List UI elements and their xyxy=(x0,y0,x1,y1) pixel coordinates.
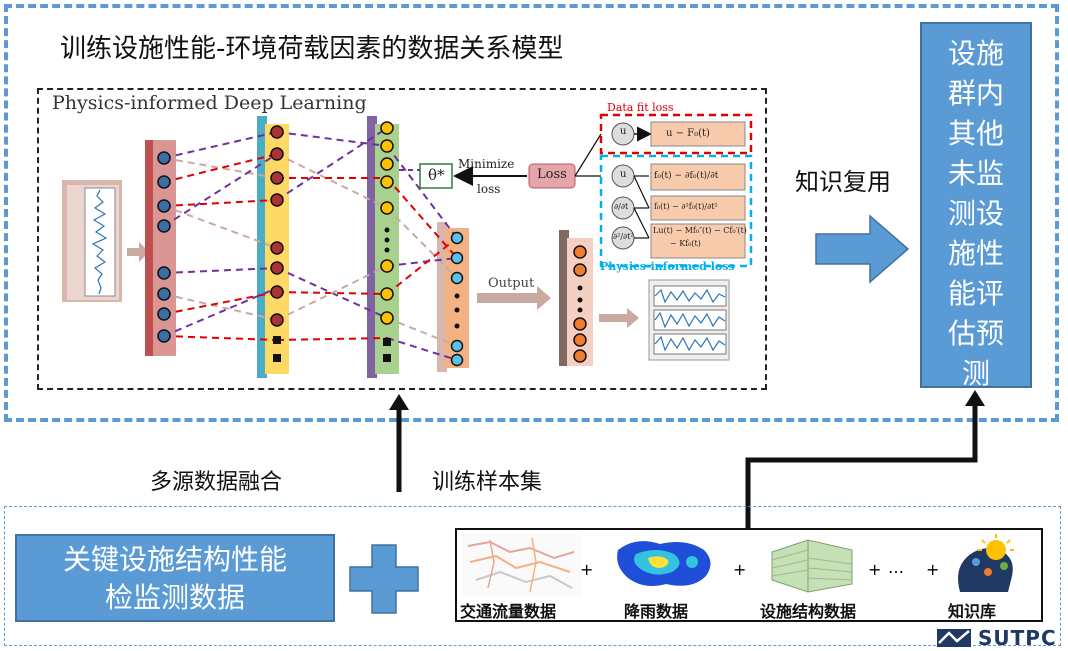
source-label-traffic: 交通流量数据 xyxy=(460,602,557,621)
output-label: Output xyxy=(488,276,535,291)
loss-word-label: loss xyxy=(477,182,501,196)
node-u-physics: u xyxy=(620,169,627,180)
eq-physics-3a: Lu(t) − Mf₀″(t) − Cf₀′(t) xyxy=(653,226,747,235)
data-fusion-label: 多源数据融合 xyxy=(150,470,283,495)
page-title: 训练设施性能-环境荷载因素的数据关系模型 xyxy=(60,34,564,64)
pidl-frame xyxy=(37,88,767,390)
plus-sign-3: + xyxy=(868,560,882,579)
eq-physics-1: f₀(t) − ∂f₀(t)/∂t xyxy=(654,171,719,181)
bottom-frame xyxy=(4,506,1061,646)
rainfall-map-thumbnail xyxy=(612,534,720,596)
theta-label: θ* xyxy=(428,166,445,184)
input-signal-block xyxy=(62,180,122,302)
minimize-label: Minimize xyxy=(458,157,515,171)
reuse-arrow-icon xyxy=(815,214,910,284)
traffic-map-thumbnail xyxy=(462,534,582,596)
ellipsis: … xyxy=(888,558,904,577)
plus-icon xyxy=(349,544,419,614)
node-first-derivative: ∂/∂t xyxy=(614,202,629,211)
node-second-derivative: ∂²/∂t² xyxy=(613,232,634,241)
key-data-box: 关键设施结构性能 检监测数据 xyxy=(15,534,335,622)
plus-sign-4: + xyxy=(926,560,940,579)
source-thumbnails xyxy=(462,534,1014,596)
knowledge-base-thumbnail xyxy=(958,534,1014,592)
key-data-line2: 检监测数据 xyxy=(104,581,245,614)
eq-physics-2: f₀(t) − ∂²f₀(t)/∂t² xyxy=(654,202,718,211)
training-samples-label: 训练样本集 xyxy=(432,470,543,495)
plus-sign-1: + xyxy=(580,560,594,579)
prediction-box: 设施群内其他未监测设施性能评估预测 xyxy=(920,22,1032,390)
eq-data-fit: u − F₀(t) xyxy=(666,128,710,139)
knowledge-reuse-label: 知识复用 xyxy=(795,168,891,196)
physics-loss-label: Physics-informed loss xyxy=(600,260,735,273)
source-label-knowledge: 知识库 xyxy=(948,602,997,621)
structure-model-thumbnail xyxy=(762,538,862,594)
model-frame xyxy=(4,4,1059,422)
plus-sign-2: + xyxy=(733,560,747,579)
brand-name: SUTPC xyxy=(978,626,1057,650)
network-diagram xyxy=(62,113,753,378)
data-fit-loss-label: Data fit loss xyxy=(607,101,674,114)
eq-physics-3b: − Kf₀(t) xyxy=(670,239,701,248)
loss-box-label: Loss xyxy=(537,167,567,182)
node-u-datafit: u xyxy=(620,126,627,137)
source-label-rainfall: 降雨数据 xyxy=(624,602,689,621)
key-data-line1: 关键设施结构性能 xyxy=(62,543,287,576)
brand-logo-icon xyxy=(937,629,971,647)
source-label-structure: 设施结构数据 xyxy=(760,602,857,621)
pidl-title: Physics-informed Deep Learning xyxy=(52,92,367,114)
